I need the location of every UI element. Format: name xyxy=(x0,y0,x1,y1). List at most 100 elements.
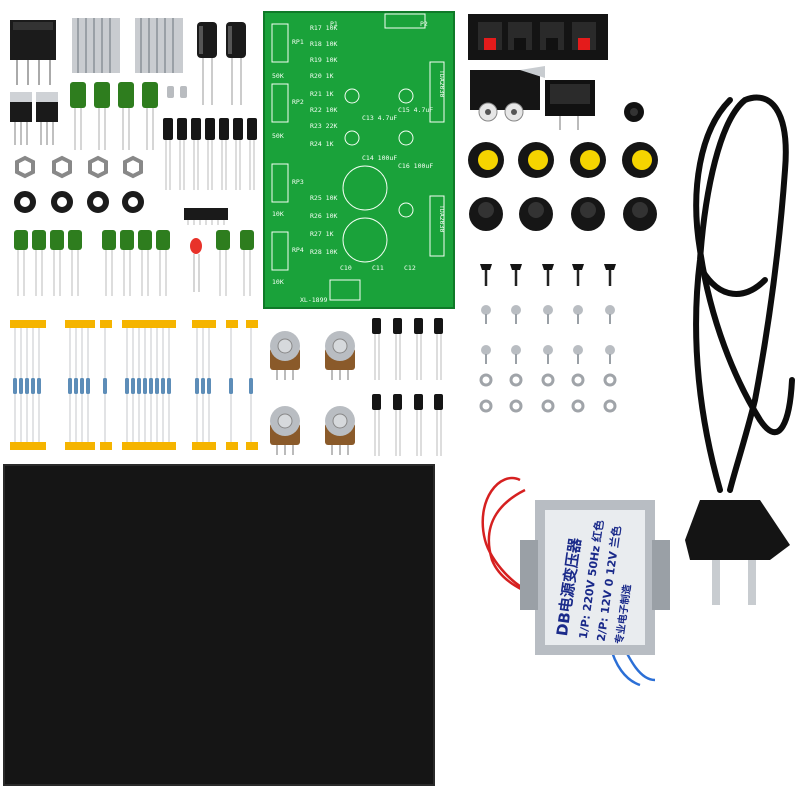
bridge-rectifier xyxy=(10,20,56,85)
rca-jack xyxy=(470,66,545,122)
film-capacitor xyxy=(32,230,46,250)
pcb-label: C10 xyxy=(340,264,352,272)
rocker-switch xyxy=(545,80,595,130)
small-capacitor xyxy=(219,118,229,140)
pcb-label: RP4 xyxy=(292,246,304,254)
pcb-label: R20 1K xyxy=(310,72,334,80)
pcb-label: 50K xyxy=(272,132,284,140)
film-capacitor xyxy=(14,230,28,250)
screws-and-nuts xyxy=(479,264,617,413)
film-capacitors-bottom xyxy=(14,230,254,296)
resistor xyxy=(68,378,72,394)
resistor xyxy=(74,378,78,394)
small-capacitor xyxy=(177,118,187,140)
pcb-label: R19 10K xyxy=(310,56,337,64)
film-capacitor xyxy=(68,230,82,250)
film-capacitor xyxy=(156,230,170,250)
knob-cap-yellow xyxy=(632,150,652,170)
knob-cap-yellow xyxy=(580,150,600,170)
speaker-terminal-block xyxy=(468,14,608,60)
pcb-ic-label: TDA2030 xyxy=(438,205,446,232)
pcb-label: 50K xyxy=(272,72,284,80)
film-capacitor xyxy=(216,230,230,250)
resistor xyxy=(167,378,171,394)
small-screws xyxy=(167,86,187,98)
resistor xyxy=(25,378,29,394)
heatsink-left xyxy=(72,18,120,73)
pcb-label: C13 4.7uF xyxy=(362,114,397,122)
small-capacitor xyxy=(393,394,402,410)
pcb-label: 10K xyxy=(272,210,284,218)
small-capacitor xyxy=(205,118,215,140)
small-capacitors-middle xyxy=(372,318,443,456)
red-led xyxy=(190,238,202,292)
power-plug xyxy=(685,500,790,605)
pcb-label: P2 xyxy=(420,20,428,28)
small-capacitor xyxy=(372,318,381,334)
resistor xyxy=(13,378,17,394)
pcb-label: R24 1K xyxy=(310,140,334,148)
potentiometer-knobs xyxy=(468,142,658,178)
power-cord xyxy=(693,94,795,493)
pcb-label: C12 xyxy=(404,264,416,272)
small-capacitor xyxy=(191,118,201,140)
resistor xyxy=(31,378,35,394)
pcb-label: RP2 xyxy=(292,98,304,106)
resistor xyxy=(143,378,147,394)
grommet xyxy=(624,102,644,122)
film-capacitor xyxy=(102,230,116,250)
small-capacitor xyxy=(372,394,381,410)
pcb-label: R28 10K xyxy=(310,248,337,256)
pcb-label: R23 22K xyxy=(310,122,337,130)
resistor xyxy=(80,378,84,394)
resistor xyxy=(37,378,41,394)
small-capacitor xyxy=(393,318,402,334)
resistor xyxy=(149,378,153,394)
pcb-label: R18 10K xyxy=(310,40,337,48)
pcb-label: RP1 xyxy=(292,38,304,46)
small-capacitor xyxy=(434,318,443,334)
knob-cap-yellow xyxy=(528,150,548,170)
power-transformer: DB电源变压器 1/P: 220V 50Hz 红色 2/P: 12V 0 12V… xyxy=(481,476,670,687)
ic-chip xyxy=(184,208,228,225)
film-capacitors-top xyxy=(70,82,158,150)
pcb-label: XL-1899 xyxy=(300,296,327,304)
film-capacitor xyxy=(120,230,134,250)
heatsink-right xyxy=(135,18,183,73)
resistor xyxy=(207,378,211,394)
hex-nuts xyxy=(15,155,143,179)
pcb-label: RP3 xyxy=(292,178,304,186)
small-capacitor xyxy=(414,394,423,410)
resistor-strips xyxy=(10,320,258,450)
resistor xyxy=(195,378,199,394)
resistor xyxy=(155,378,159,394)
pcb-label: R27 1K xyxy=(310,230,334,238)
resistor xyxy=(86,378,90,394)
resistor xyxy=(125,378,129,394)
pcb-label: R22 10K xyxy=(310,106,337,114)
pcb-label: R21 1K xyxy=(310,90,334,98)
pcb-label: R26 10K xyxy=(310,212,337,220)
pcb-ic-label: TDA2030 xyxy=(438,70,446,97)
pcb-label: C14 100uF xyxy=(362,154,397,162)
electrolytic-capacitors-large xyxy=(197,22,246,105)
resistor xyxy=(131,378,135,394)
resistor xyxy=(229,378,233,394)
film-capacitor xyxy=(138,230,152,250)
resistor xyxy=(137,378,141,394)
potentiometers xyxy=(270,331,355,455)
pcb-label: R25 10K xyxy=(310,194,337,202)
black-knob-caps xyxy=(469,197,657,231)
resistor xyxy=(249,378,253,394)
pcb-label: R17 10K xyxy=(310,24,337,32)
resistor xyxy=(19,378,23,394)
small-electrolytic-capacitors xyxy=(163,118,257,190)
resistor xyxy=(103,378,107,394)
voltage-regulators xyxy=(10,92,58,145)
small-capacitor xyxy=(247,118,257,140)
film-capacitor xyxy=(240,230,254,250)
small-capacitor xyxy=(163,118,173,140)
knob-cap-yellow xyxy=(478,150,498,170)
pcb-label: C11 xyxy=(372,264,384,272)
